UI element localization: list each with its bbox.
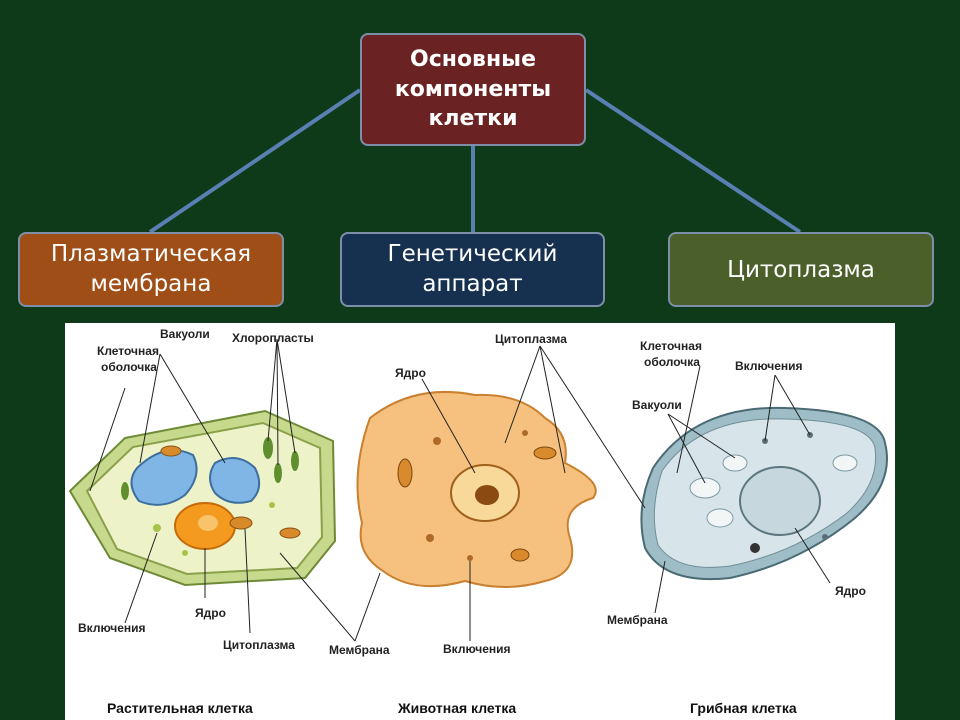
label-membrane-shared: Мембрана	[329, 643, 390, 657]
animal-inclusion	[467, 555, 473, 561]
fungal-inclusion	[750, 543, 760, 553]
plant-inclusion	[269, 502, 275, 508]
label-inclusions-plant: Включения	[78, 621, 146, 635]
label-inclusions-fungal: Включения	[735, 359, 803, 373]
fungal-vacuole	[706, 508, 734, 528]
caption-plant-cell: Растительная клетка	[107, 700, 253, 716]
plant-inclusion	[182, 550, 188, 556]
caption-fungal-cell: Грибная клетка	[690, 700, 797, 716]
animal-mitochondrion	[533, 446, 557, 460]
fungal-vacuole	[689, 477, 721, 499]
label-inclusions-animal: Включения	[443, 642, 511, 656]
plant-mitochondrion	[160, 445, 182, 457]
plant-inclusion	[153, 524, 161, 532]
animal-inclusion	[522, 430, 528, 436]
plant-chloroplast	[263, 437, 273, 459]
caption-animal-cell: Животная клетка	[397, 700, 516, 716]
plant-cell-drawing	[68, 409, 337, 587]
label-nucleus-animal: Ядро	[395, 366, 426, 380]
fungal-cell-drawing	[640, 406, 888, 581]
plant-mitochondrion	[229, 516, 253, 530]
label-membrane-fungal: Мембрана	[607, 613, 668, 627]
animal-inclusion	[433, 437, 441, 445]
label-cytoplasm-plant: Цитоплазма	[223, 638, 295, 652]
label-nucleus-fungal: Ядро	[835, 584, 866, 598]
plant-chloroplast	[121, 482, 129, 500]
leader-lines	[89, 338, 831, 642]
plant-vacuole-right	[209, 457, 261, 504]
cell-captions: Растительная клетка Животная клетка Гриб…	[107, 700, 797, 716]
plant-chloroplast	[274, 463, 282, 483]
fungal-vacuole	[722, 454, 748, 472]
fungal-vacuole	[832, 454, 858, 472]
label-vacuoles-fungal: Вакуоли	[632, 398, 682, 412]
root-node: Основные компоненты клетки	[360, 33, 586, 146]
label-chloroplasts: Хлоропласты	[232, 331, 314, 345]
animal-inclusion	[426, 534, 434, 542]
label-nucleus-plant: Ядро	[195, 606, 226, 620]
plant-nucleolus	[198, 515, 218, 531]
plant-mitochondrion	[279, 527, 301, 539]
animal-mitochondrion	[397, 458, 413, 488]
fungal-nucleus	[739, 466, 821, 536]
animal-cell-drawing	[356, 390, 597, 588]
plant-chloroplast	[291, 451, 299, 471]
connector-root-cytoplasm	[584, 88, 802, 234]
animal-nucleolus	[475, 485, 499, 505]
label-cytoplasm-animal: Цитоплазма	[495, 332, 567, 346]
branch-genetic-apparatus: Генетический аппарат	[340, 232, 605, 307]
label-vacuoles-plant: Вакуоли	[160, 327, 210, 341]
animal-mitochondrion	[510, 548, 530, 562]
branch-cytoplasm: Цитоплазма	[668, 232, 934, 307]
branch-plasma-membrane: Плазматическая мембрана	[18, 232, 284, 307]
connector-root-membrane	[148, 88, 362, 234]
fungal-inclusion	[822, 534, 828, 540]
